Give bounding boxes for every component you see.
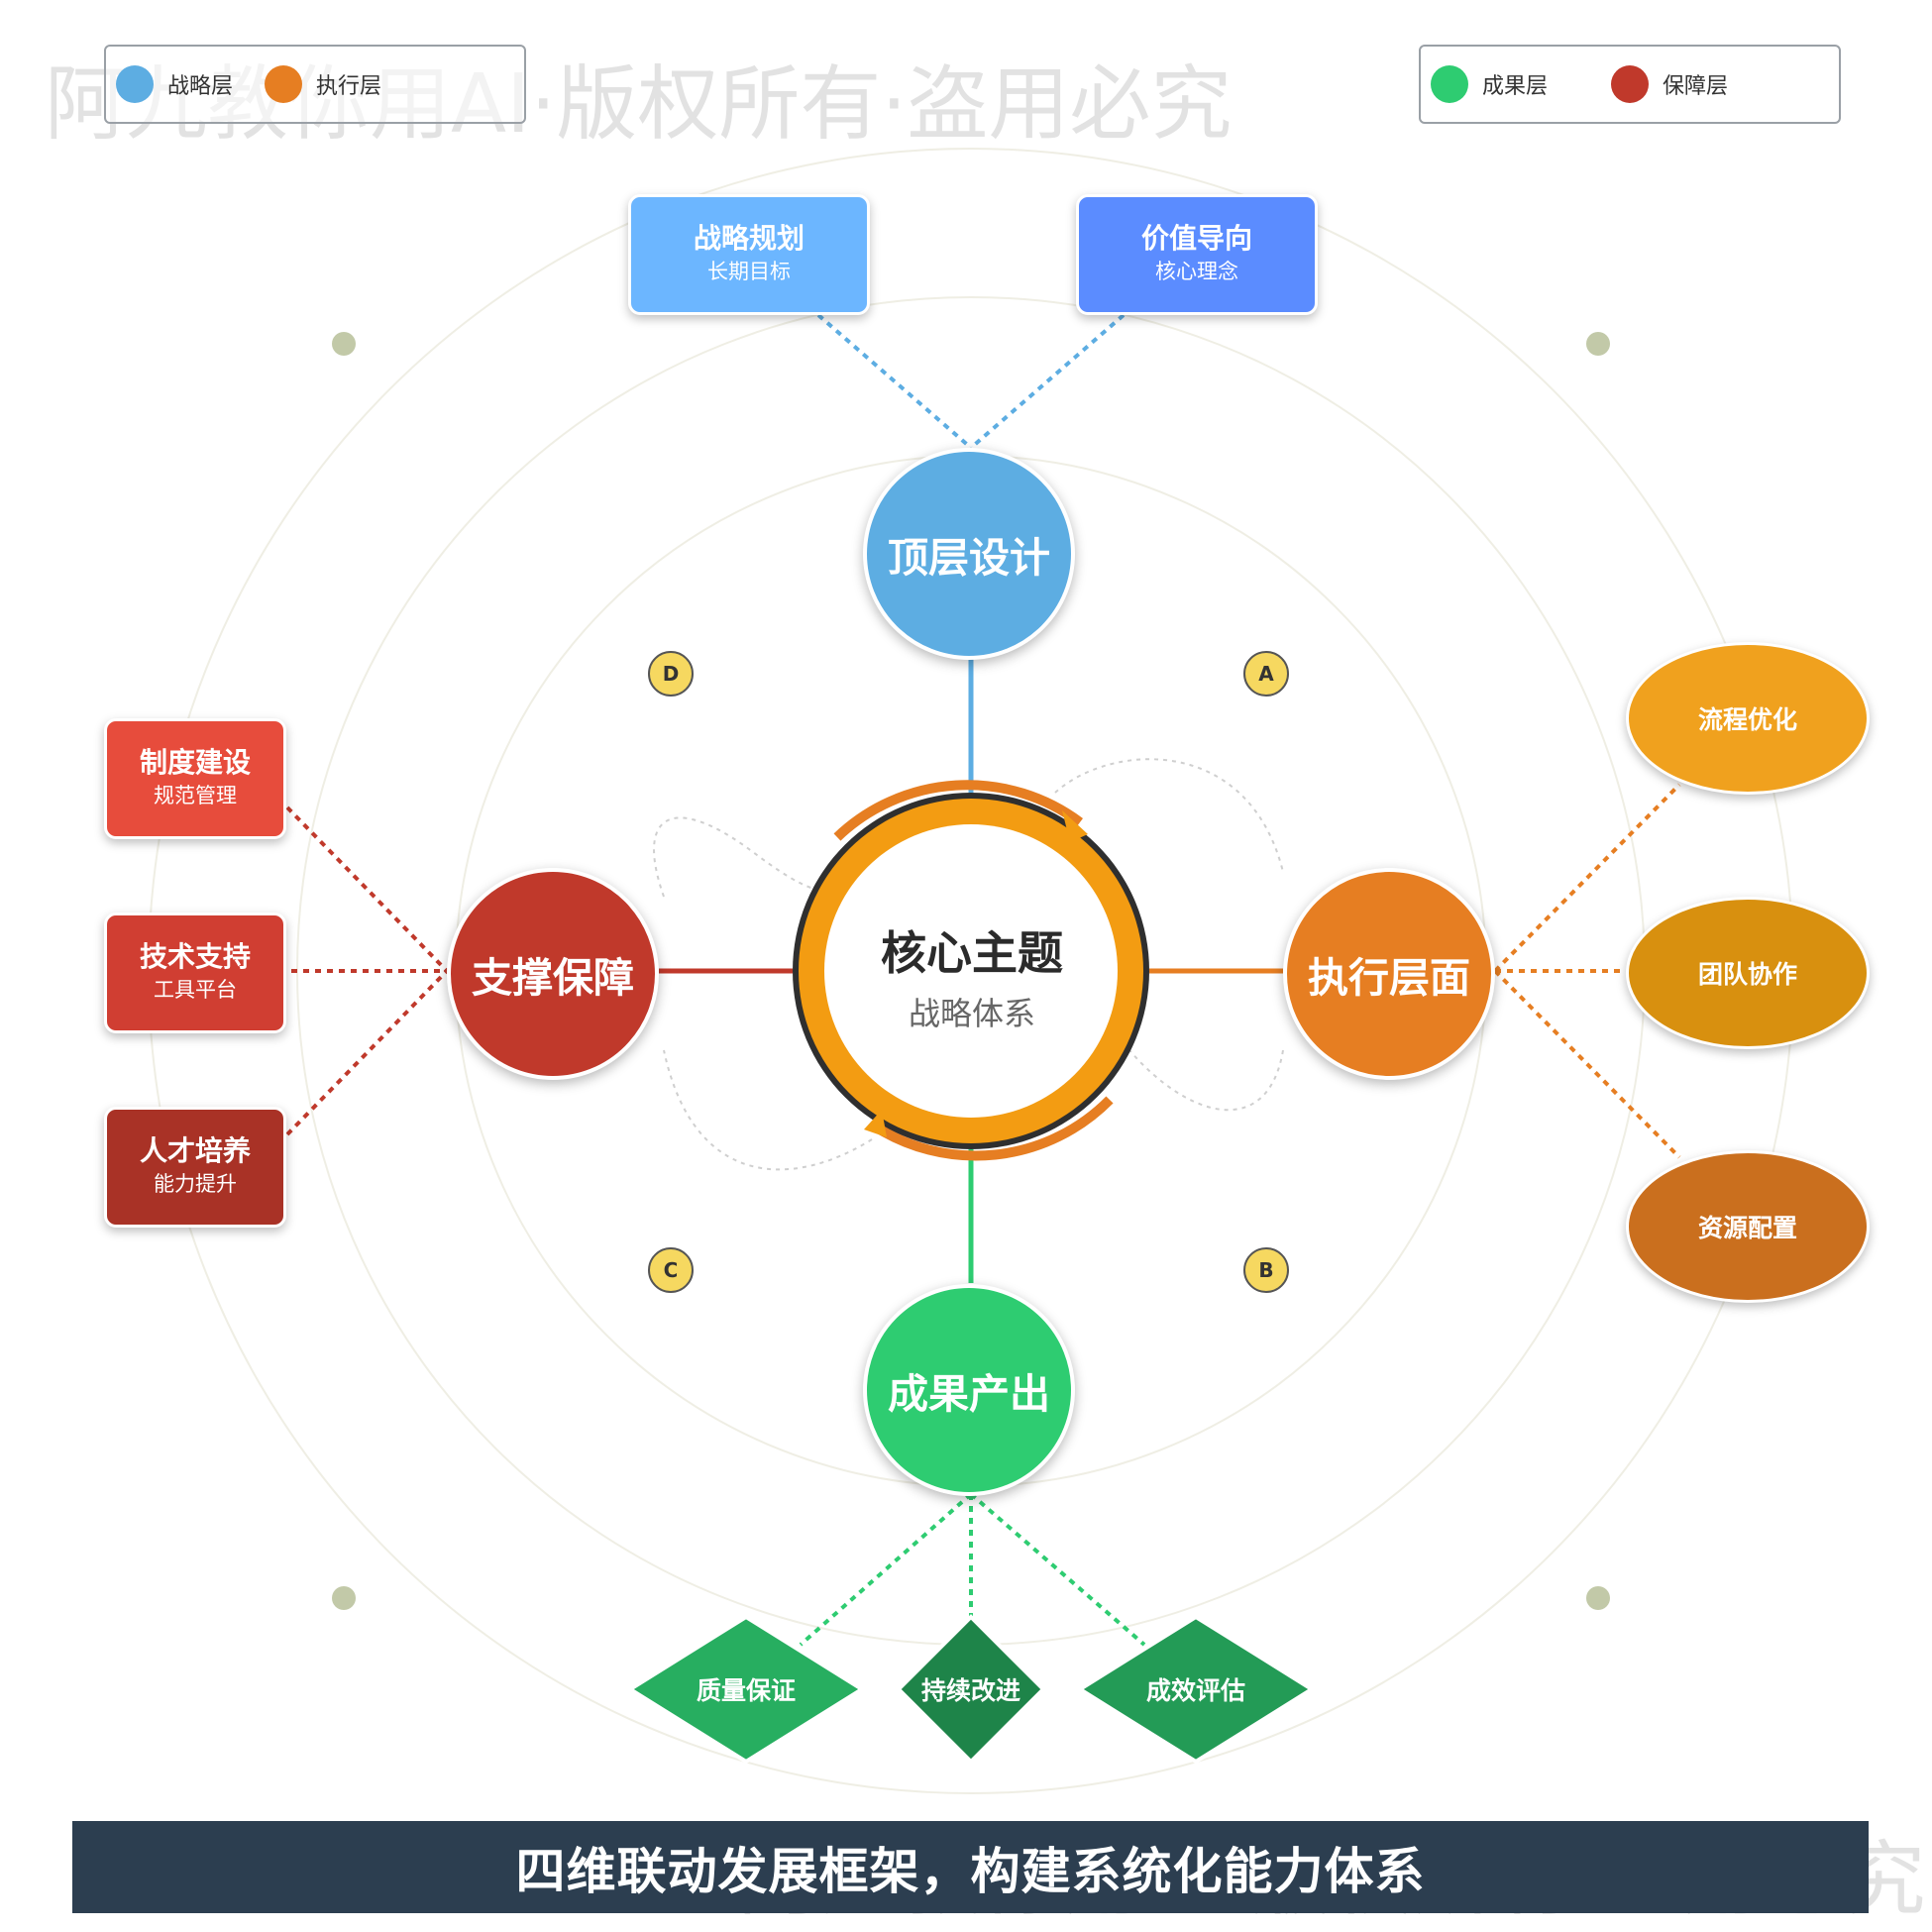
- box-strategic-planning-title: 战略规划: [693, 222, 805, 256]
- core-subtitle: 战略体系: [908, 995, 1035, 1032]
- legend-item-execution: 执行层: [265, 47, 381, 122]
- legend-dot-outcome: [1431, 65, 1468, 103]
- marker-d: D: [648, 651, 694, 697]
- legend-item-strategy: 战略层: [116, 47, 233, 122]
- core-title: 核心主题: [881, 926, 1063, 980]
- box-talent-development[interactable]: 人才培养 能力提升: [104, 1107, 286, 1228]
- legend-label-strategy: 战略层: [167, 74, 234, 99]
- legend-dot-support: [1611, 65, 1649, 103]
- legend-item-support: 保障层: [1611, 47, 1728, 122]
- hub-top-design[interactable]: 顶层设计: [863, 448, 1075, 660]
- hub-support[interactable]: 支撑保障: [447, 868, 659, 1080]
- core-ring-arrow-b: [869, 1096, 1114, 1161]
- top-branches: [816, 313, 1126, 450]
- core-ring-arrow-a: [833, 780, 1083, 841]
- marker-a: A: [1243, 651, 1289, 697]
- diamond-quality[interactable]: [626, 1614, 866, 1765]
- core-center[interactable]: 核心主题 战略体系: [823, 897, 1121, 1055]
- corner-dots: [332, 332, 1610, 1610]
- diamond-quality-label: 质量保证: [696, 1676, 796, 1705]
- box-strategic-planning-subtitle: 长期目标: [707, 260, 791, 284]
- box-technical-support[interactable]: 技术支持 工具平台: [104, 912, 286, 1033]
- left-branches: [285, 805, 449, 1136]
- diamond-evaluate-label: 成效评估: [1145, 1676, 1245, 1705]
- diamond-improve[interactable]: [896, 1614, 1046, 1765]
- core-disc: [824, 824, 1118, 1118]
- legend-dot-strategy: [116, 65, 154, 103]
- box-technical-support-title: 技术支持: [139, 940, 251, 974]
- ellipse-process-optimization[interactable]: 流程优化: [1626, 642, 1870, 795]
- core-ring-arrowhead-a: [1062, 810, 1088, 842]
- box-talent-development-title: 人才培养: [139, 1134, 251, 1168]
- legend-label-outcome: 成果层: [1482, 74, 1549, 99]
- legend-right: 成果层 保障层: [1419, 45, 1841, 124]
- box-institution-building-title: 制度建设: [139, 746, 251, 780]
- ellipse-team-collaboration[interactable]: 团队协作: [1626, 897, 1870, 1049]
- legend-left: 战略层 执行层: [104, 45, 526, 124]
- core-ring-arrowhead-b: [864, 1110, 887, 1137]
- right-branches: [1493, 783, 1681, 1159]
- legend-label-execution: 执行层: [316, 74, 382, 99]
- decorative-loops: [653, 758, 1284, 1171]
- marker-b: B: [1243, 1247, 1289, 1293]
- bottom-branches: [799, 1492, 1146, 1647]
- legend-item-outcome: 成果层: [1431, 47, 1548, 122]
- box-value-orientation-title: 价值导向: [1140, 222, 1252, 256]
- box-value-orientation-subtitle: 核心理念: [1155, 260, 1238, 284]
- hub-execution[interactable]: 执行层面: [1283, 868, 1495, 1080]
- diamond-evaluate[interactable]: [1076, 1614, 1316, 1765]
- marker-c: C: [648, 1247, 694, 1293]
- hub-outcome[interactable]: 成果产出: [863, 1284, 1075, 1496]
- box-talent-development-subtitle: 能力提升: [154, 1172, 237, 1197]
- box-institution-building-subtitle: 规范管理: [154, 784, 237, 808]
- ellipse-resource-allocation[interactable]: 资源配置: [1626, 1150, 1870, 1303]
- box-institution-building[interactable]: 制度建设 规范管理: [104, 718, 286, 839]
- box-value-orientation[interactable]: 价值导向 核心理念: [1076, 194, 1318, 315]
- box-technical-support-subtitle: 工具平台: [154, 978, 237, 1003]
- banner-text: 四维联动发展框架，构建系统化能力体系: [515, 1842, 1426, 1900]
- legend-dot-execution: [265, 65, 302, 103]
- diamond-improve-label: 持续改进: [920, 1676, 1020, 1705]
- bottom-banner: 四维联动发展框架，构建系统化能力体系: [72, 1821, 1869, 1913]
- legend-label-support: 保障层: [1663, 74, 1729, 99]
- box-strategic-planning[interactable]: 战略规划 长期目标: [628, 194, 870, 315]
